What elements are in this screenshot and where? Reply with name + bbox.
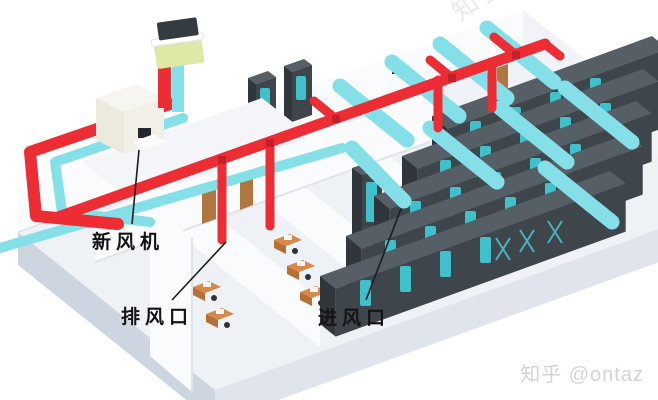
rack-row	[320, 171, 626, 337]
ceiling-platform	[82, 98, 308, 198]
watermark-zhihu: 知乎 @ontaz	[520, 364, 644, 386]
leader-fresh-air-unit	[131, 149, 140, 225]
leader-intake-vent	[365, 208, 402, 301]
leader-exhaust-vent	[171, 241, 227, 301]
rooftop-exhaust-stack	[150, 17, 205, 112]
stack-cap	[156, 17, 199, 41]
office-desks	[193, 234, 328, 328]
stack-red-riser	[158, 56, 171, 108]
exhaust-branch	[540, 39, 565, 61]
supply-air-diffuser	[557, 80, 640, 150]
leader-lines	[131, 149, 402, 301]
office-desk	[287, 260, 315, 280]
office-desk	[193, 281, 221, 301]
cabinet	[284, 59, 312, 122]
door	[240, 173, 253, 210]
label-fresh-air-unit: 新风机	[92, 232, 165, 253]
exhaust-duct-network	[24, 32, 565, 245]
floor-slab-front-face	[215, 229, 658, 400]
label-intake-vent: 进风口	[318, 308, 391, 329]
left-end-wall	[150, 202, 192, 392]
stack-cyan-riser	[172, 60, 184, 112]
supply-air-diffuser	[332, 78, 415, 148]
label-exhaust-vent: 排风口	[121, 307, 194, 328]
exhaust-junctions	[218, 51, 520, 164]
office-desk	[206, 308, 234, 328]
fresh-air-unit	[96, 84, 166, 154]
supply-air-diffuser	[422, 120, 505, 190]
rack-brace-lattice	[495, 220, 563, 261]
supply-air-diffuser-intake-target	[344, 140, 412, 209]
supply-duct-main	[0, 143, 347, 253]
office-desk	[274, 234, 302, 254]
desk	[132, 134, 166, 150]
supply-air-diffuser	[537, 160, 620, 230]
exhaust-risers	[217, 32, 565, 245]
door	[202, 186, 216, 224]
exhaust-duct-main	[52, 38, 551, 223]
monitor	[138, 128, 151, 138]
supply-air-diffuser	[492, 100, 575, 170]
corridor-wall	[95, 94, 430, 262]
